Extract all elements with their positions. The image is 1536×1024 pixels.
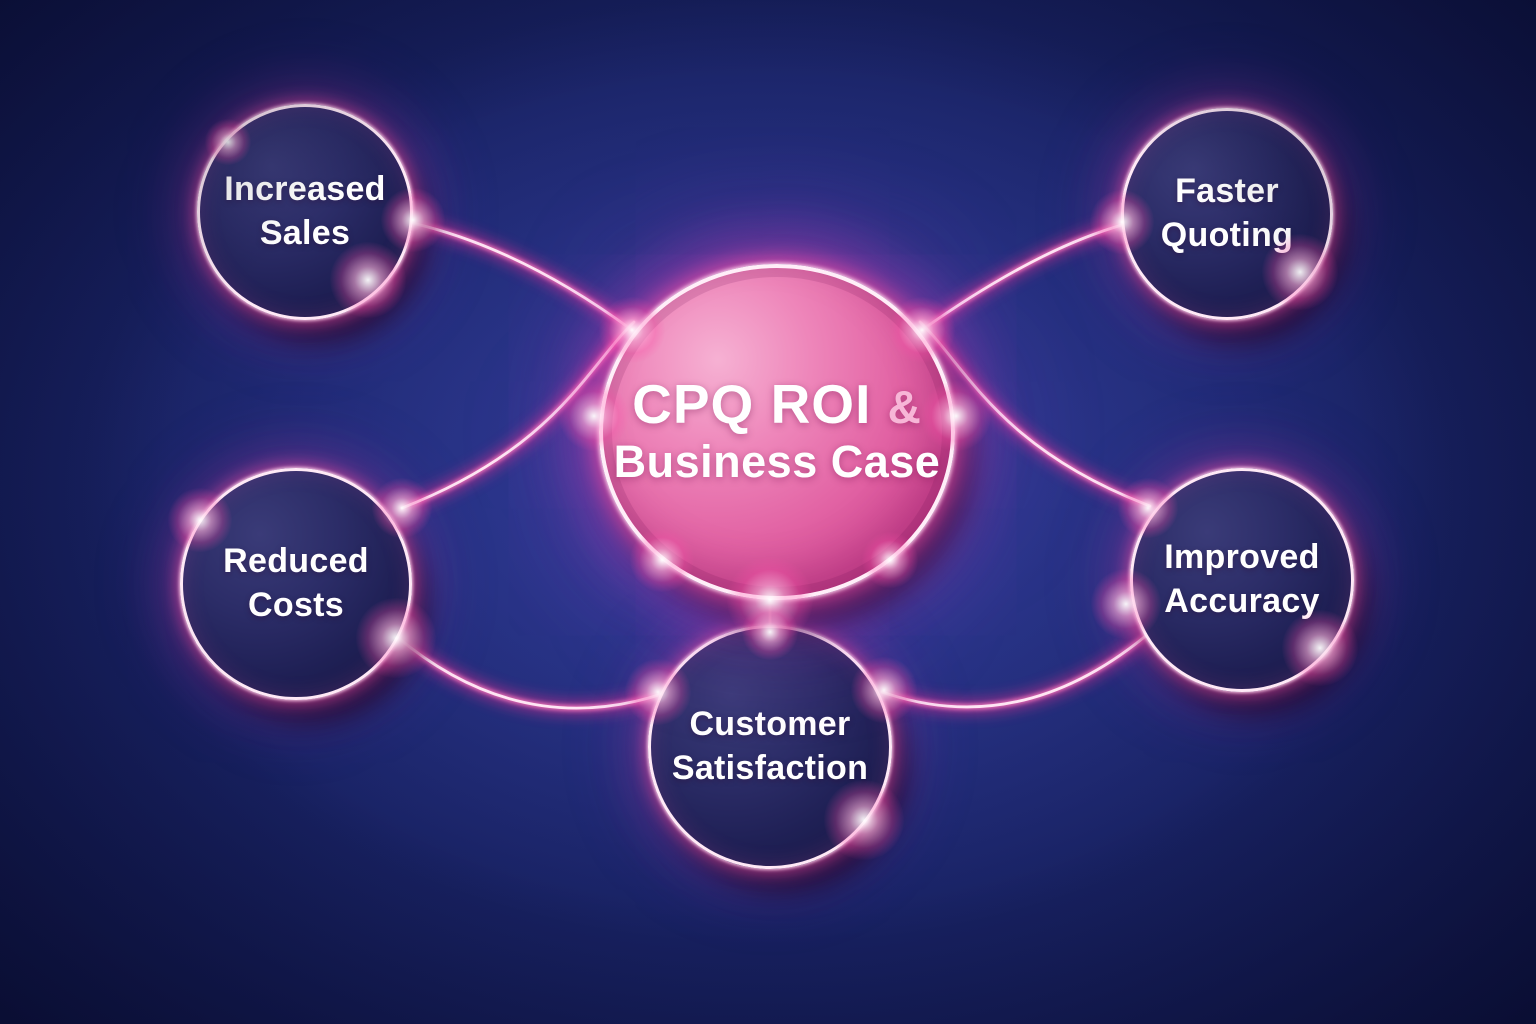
center-title-main: CPQ ROI [632, 372, 872, 435]
node-reduced-costs: Reduced Costs [180, 468, 412, 700]
node-customer-satisfaction: Customer Satisfaction [648, 625, 892, 869]
connector-reduced-costs-customer-satisfaction [389, 629, 669, 715]
connector-center-improved-accuracy [913, 315, 1157, 513]
center-title: CPQ ROI & Business Case [613, 372, 941, 491]
node-label: Faster Quoting [1160, 172, 1294, 254]
node-label: Increased Sales [224, 170, 386, 252]
connector-faster-quoting-center [915, 218, 1129, 337]
connector-improved-accuracy-customer-satisfaction [875, 627, 1155, 714]
node-cpq-roi-business-case: CPQ ROI & Business Case [599, 264, 955, 600]
node-label: Improved Accuracy [1164, 538, 1320, 620]
node-faster-quoting: Faster Quoting [1121, 108, 1333, 320]
center-title-ampersand: & [887, 380, 922, 433]
node-increased-sales: Increased Sales [197, 104, 413, 320]
connector-increased-sales-center [405, 216, 639, 337]
node-improved-accuracy: Improved Accuracy [1130, 468, 1354, 692]
node-label: Reduced Costs [223, 542, 369, 624]
center-title-sub: Business Case [613, 436, 941, 488]
node-label: Customer Satisfaction [671, 705, 869, 787]
